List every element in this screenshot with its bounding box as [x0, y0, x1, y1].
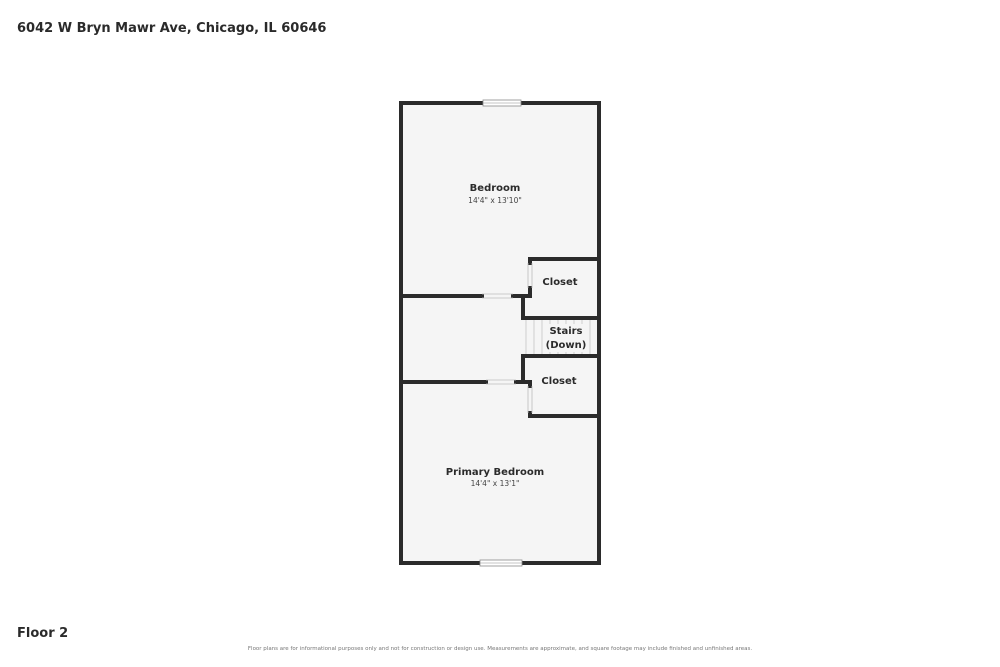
disclaimer-text: Floor plans are for informational purpos…: [247, 646, 753, 652]
room-label-closet-lower: Closet: [541, 376, 576, 387]
room-label-stairs: Stairs: [549, 326, 582, 337]
interior-walls: [401, 257, 601, 418]
room-dimensions-bedroom: 14'4" x 13'10": [468, 196, 522, 205]
floor-label: Floor 2: [17, 626, 69, 641]
window-top: [482, 99, 522, 107]
room-label-closet-upper: Closet: [542, 277, 577, 288]
outer-walls: [399, 101, 601, 565]
room-label-bedroom: Bedroom: [470, 183, 521, 194]
room-dimensions-primary-bedroom: 14'4" x 13'1": [471, 479, 520, 488]
room-label-stairs-direction: (Down): [546, 340, 587, 351]
room-label-primary-bedroom: Primary Bedroom: [446, 467, 544, 478]
window-bottom: [479, 559, 523, 567]
door-openings: [482, 263, 533, 413]
property-address: 6042 W Bryn Mawr Ave, Chicago, IL 60646: [17, 21, 327, 36]
